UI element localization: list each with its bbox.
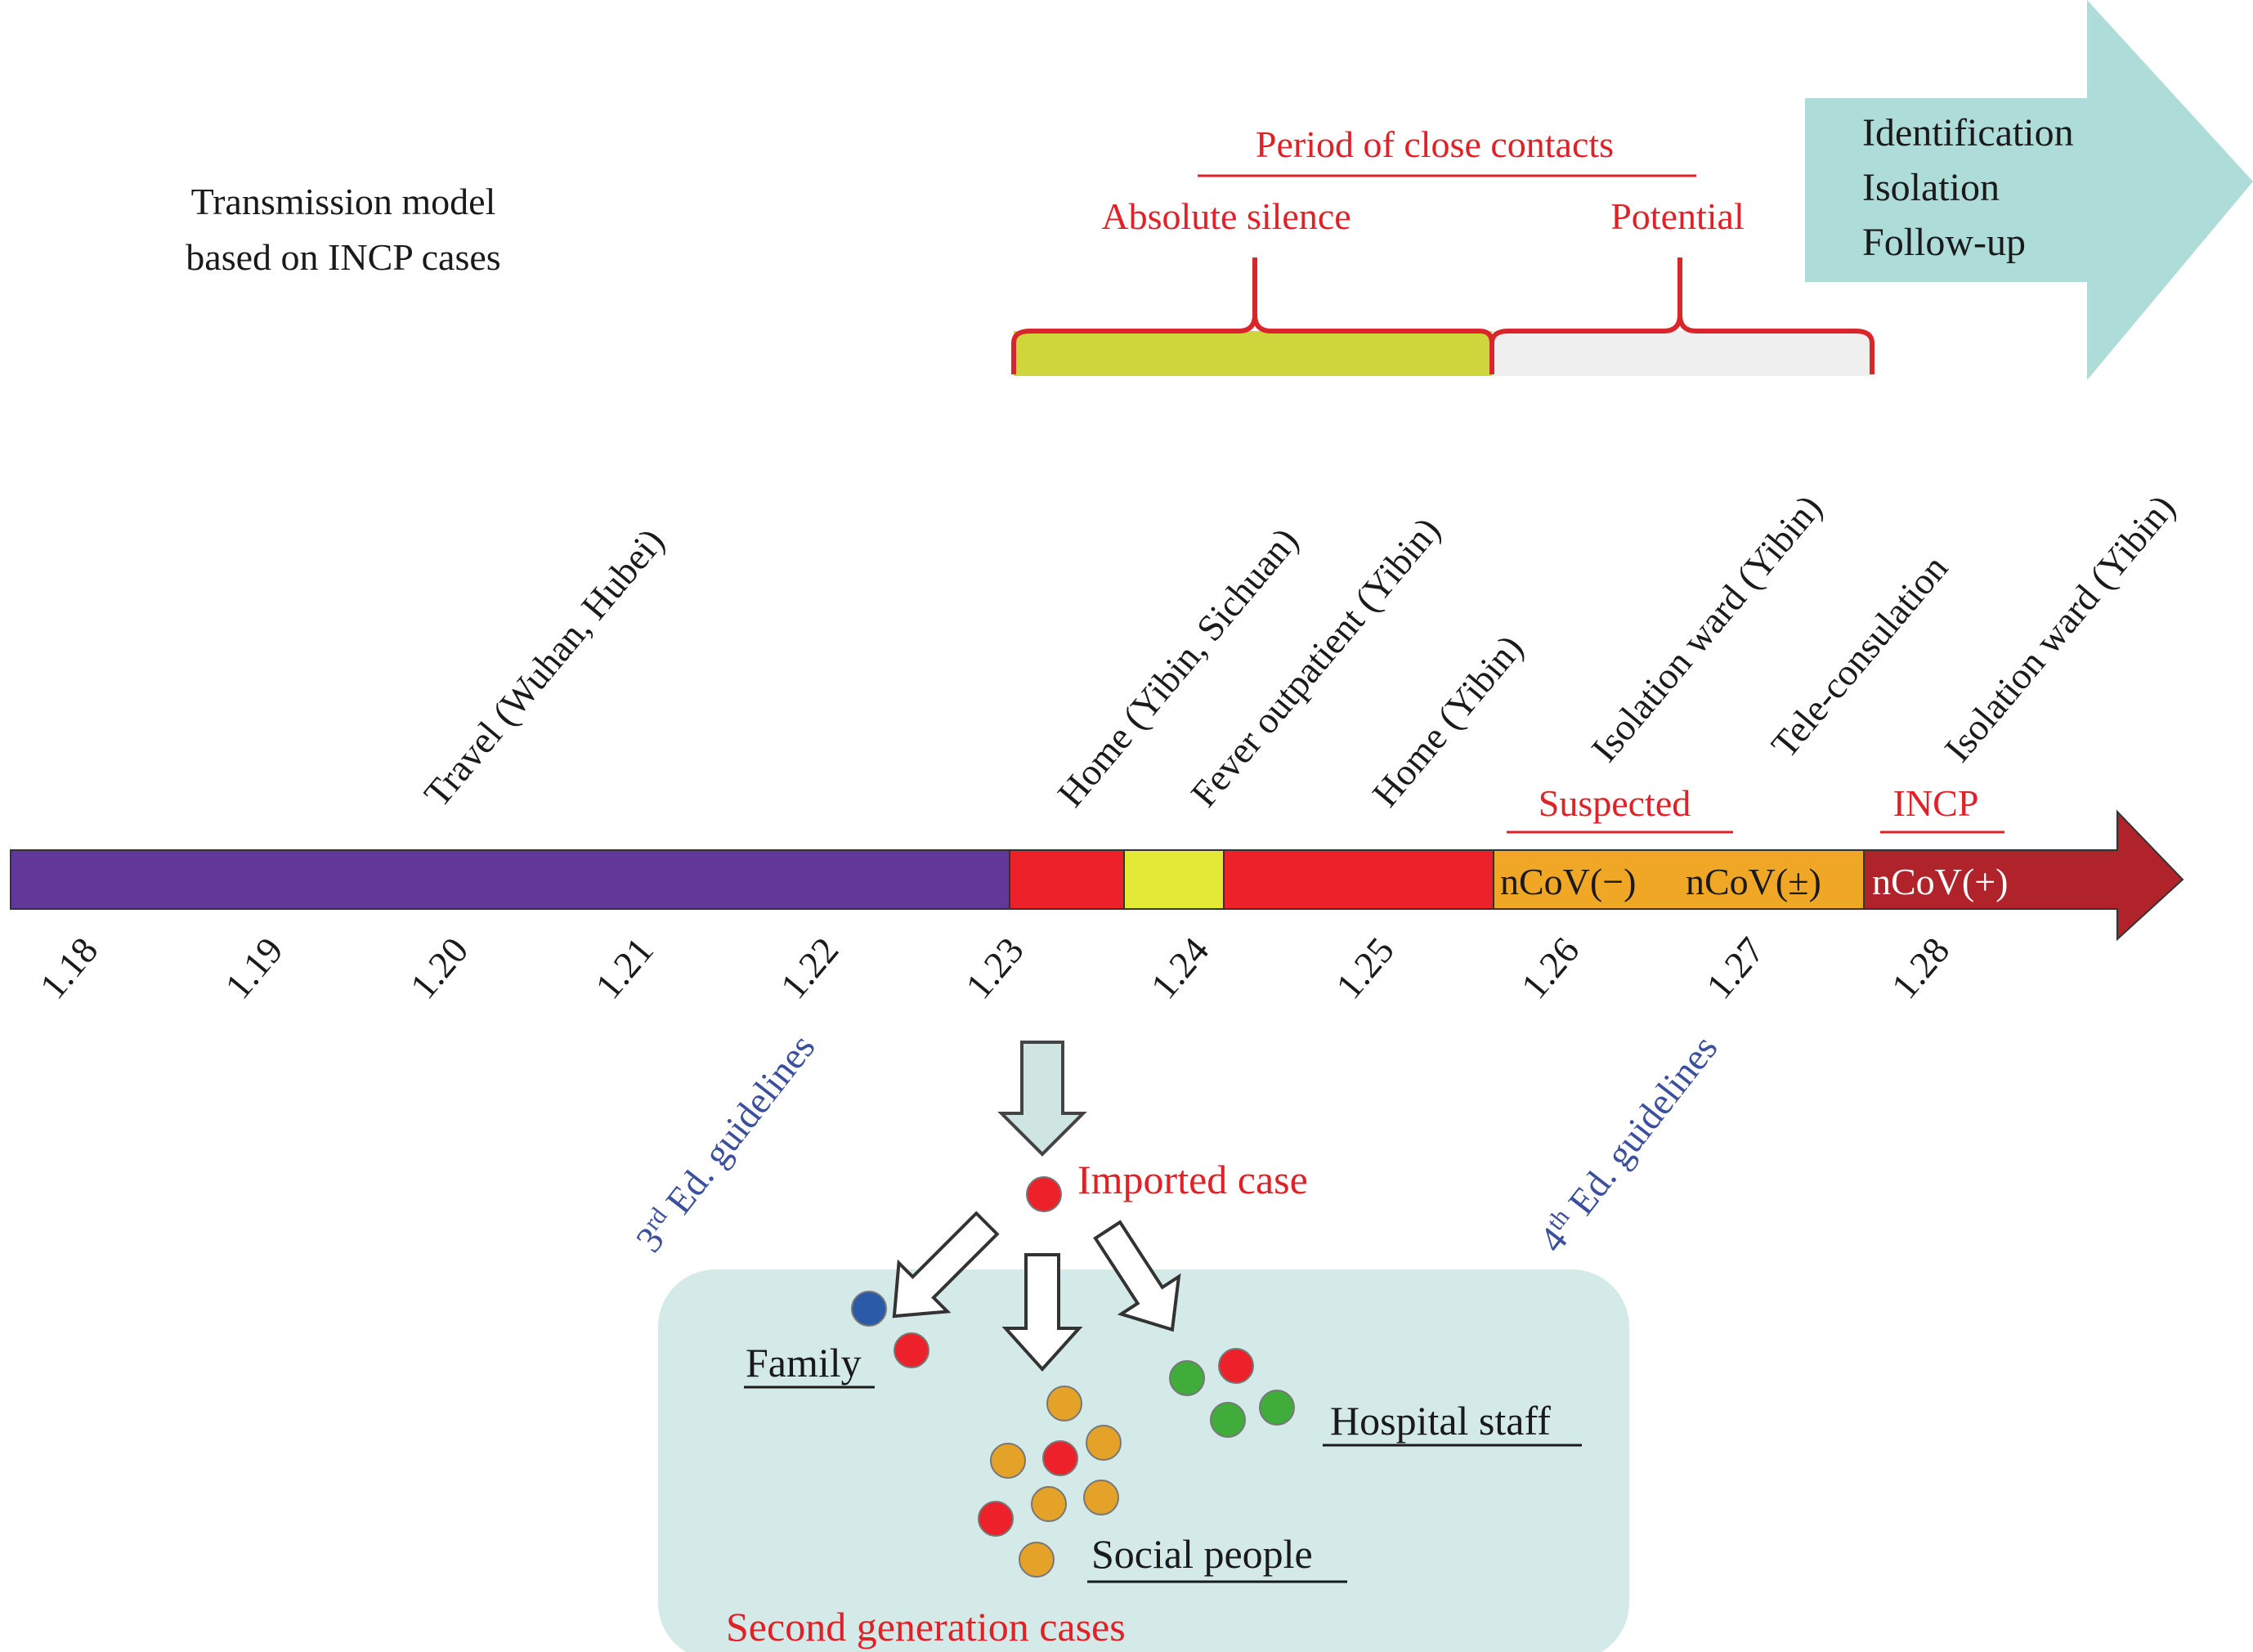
date-label-1-19: 1.19 — [217, 929, 291, 1006]
date-label-1-21: 1.21 — [587, 929, 661, 1006]
second-generation-panel — [658, 1269, 1629, 1652]
action-follow-up: Follow-up — [1862, 221, 2026, 264]
arrow-to-hospital-icon — [1093, 1220, 1181, 1332]
social-dot-5 — [1031, 1486, 1067, 1522]
segment-suspected — [1493, 849, 1865, 910]
test-positive: nCoV(+) — [1872, 861, 2008, 902]
social-dot-4 — [1042, 1440, 1078, 1476]
guideline-3rd-edition: 3rd Ed. guidelines — [627, 1026, 823, 1260]
potential-fill — [1492, 331, 1872, 376]
diagram-title-line-1: Transmission model — [191, 181, 496, 222]
segment-incp-arrow — [1863, 809, 2184, 942]
staff-dot-4 — [1259, 1390, 1295, 1426]
date-label-1-28: 1.28 — [1883, 929, 1958, 1006]
social-dot-3 — [990, 1443, 1026, 1479]
potential-label: Potential — [1610, 195, 1745, 237]
absolute-silence-label: Absolute silence — [1101, 195, 1350, 237]
hospital-staff-label: Hospital staff — [1330, 1398, 1551, 1444]
family-label: Family — [746, 1340, 862, 1386]
social-dot-1 — [1046, 1386, 1082, 1421]
segment-home-1 — [1009, 849, 1125, 910]
arrow-to-family-icon — [892, 1211, 1000, 1318]
absolute-silence-fill — [1014, 331, 1492, 376]
segment-home-2 — [1223, 849, 1494, 910]
date-label-1-20: 1.20 — [402, 929, 477, 1006]
segment-travel — [10, 849, 1010, 910]
potential-bracket — [1489, 257, 1875, 374]
social-dot-2 — [1086, 1425, 1122, 1461]
down-arrow-icon — [997, 1041, 1087, 1157]
staff-dot-2 — [1218, 1348, 1254, 1384]
imported-case-dot — [1026, 1176, 1062, 1212]
date-label-1-26: 1.26 — [1513, 929, 1588, 1006]
family-dot-red — [894, 1332, 929, 1368]
period-close-contacts-label: Period of close contacts — [1256, 123, 1614, 165]
action-isolation: Isolation — [1862, 166, 2000, 209]
second-generation-label: Second generation cases — [726, 1604, 1126, 1650]
family-dot-blue — [851, 1291, 887, 1327]
action-identification: Identification — [1862, 111, 2074, 154]
social-dot-6 — [1083, 1480, 1119, 1515]
guideline-4th-edition: 4th Ed. guidelines — [1530, 1027, 1726, 1260]
test-negative: nCoV(−) — [1500, 861, 1636, 902]
date-axis: 1.18 1.19 1.20 1.21 1.22 1.23 1.24 1.25 1.26 1.27… — [32, 929, 1958, 1006]
segment-fever-outpatient — [1123, 849, 1225, 910]
date-label-1-27: 1.27 — [1698, 929, 1772, 1006]
status-suspected: Suspected — [1539, 782, 1691, 824]
social-dot-8 — [1019, 1542, 1055, 1578]
absolute-silence-bracket — [1011, 257, 1494, 374]
location-home-yibin-sichuan: Home (Yibin, Sichuan) — [1050, 520, 1306, 815]
location-tele-consultation: Tele-consulation — [1763, 547, 1956, 765]
social-dot-7 — [978, 1501, 1014, 1537]
response-arrow — [1805, 0, 2253, 380]
date-label-1-23: 1.23 — [957, 929, 1032, 1006]
date-label-1-18: 1.18 — [32, 929, 106, 1006]
date-label-1-24: 1.24 — [1143, 929, 1217, 1006]
arrow-to-social-icon — [1001, 1253, 1083, 1372]
imported-case-label: Imported case — [1077, 1157, 1308, 1202]
location-travel-wuhan: Travel (Wuhan, Hubei) — [416, 521, 673, 815]
staff-dot-1 — [1169, 1360, 1205, 1396]
staff-dot-3 — [1210, 1402, 1246, 1438]
date-label-1-25: 1.25 — [1328, 929, 1402, 1006]
diagram-title-line-2: based on INCP cases — [186, 236, 500, 278]
test-uncertain: nCoV(±) — [1686, 861, 1821, 902]
location-home-yibin: Home (Yibin) — [1364, 627, 1531, 814]
social-people-label: Social people — [1091, 1531, 1313, 1577]
location-isolation-ward-2: Isolation ward (Yibin) — [1937, 486, 2184, 769]
status-incp: INCP — [1893, 782, 1979, 824]
date-label-1-22: 1.22 — [773, 929, 847, 1006]
